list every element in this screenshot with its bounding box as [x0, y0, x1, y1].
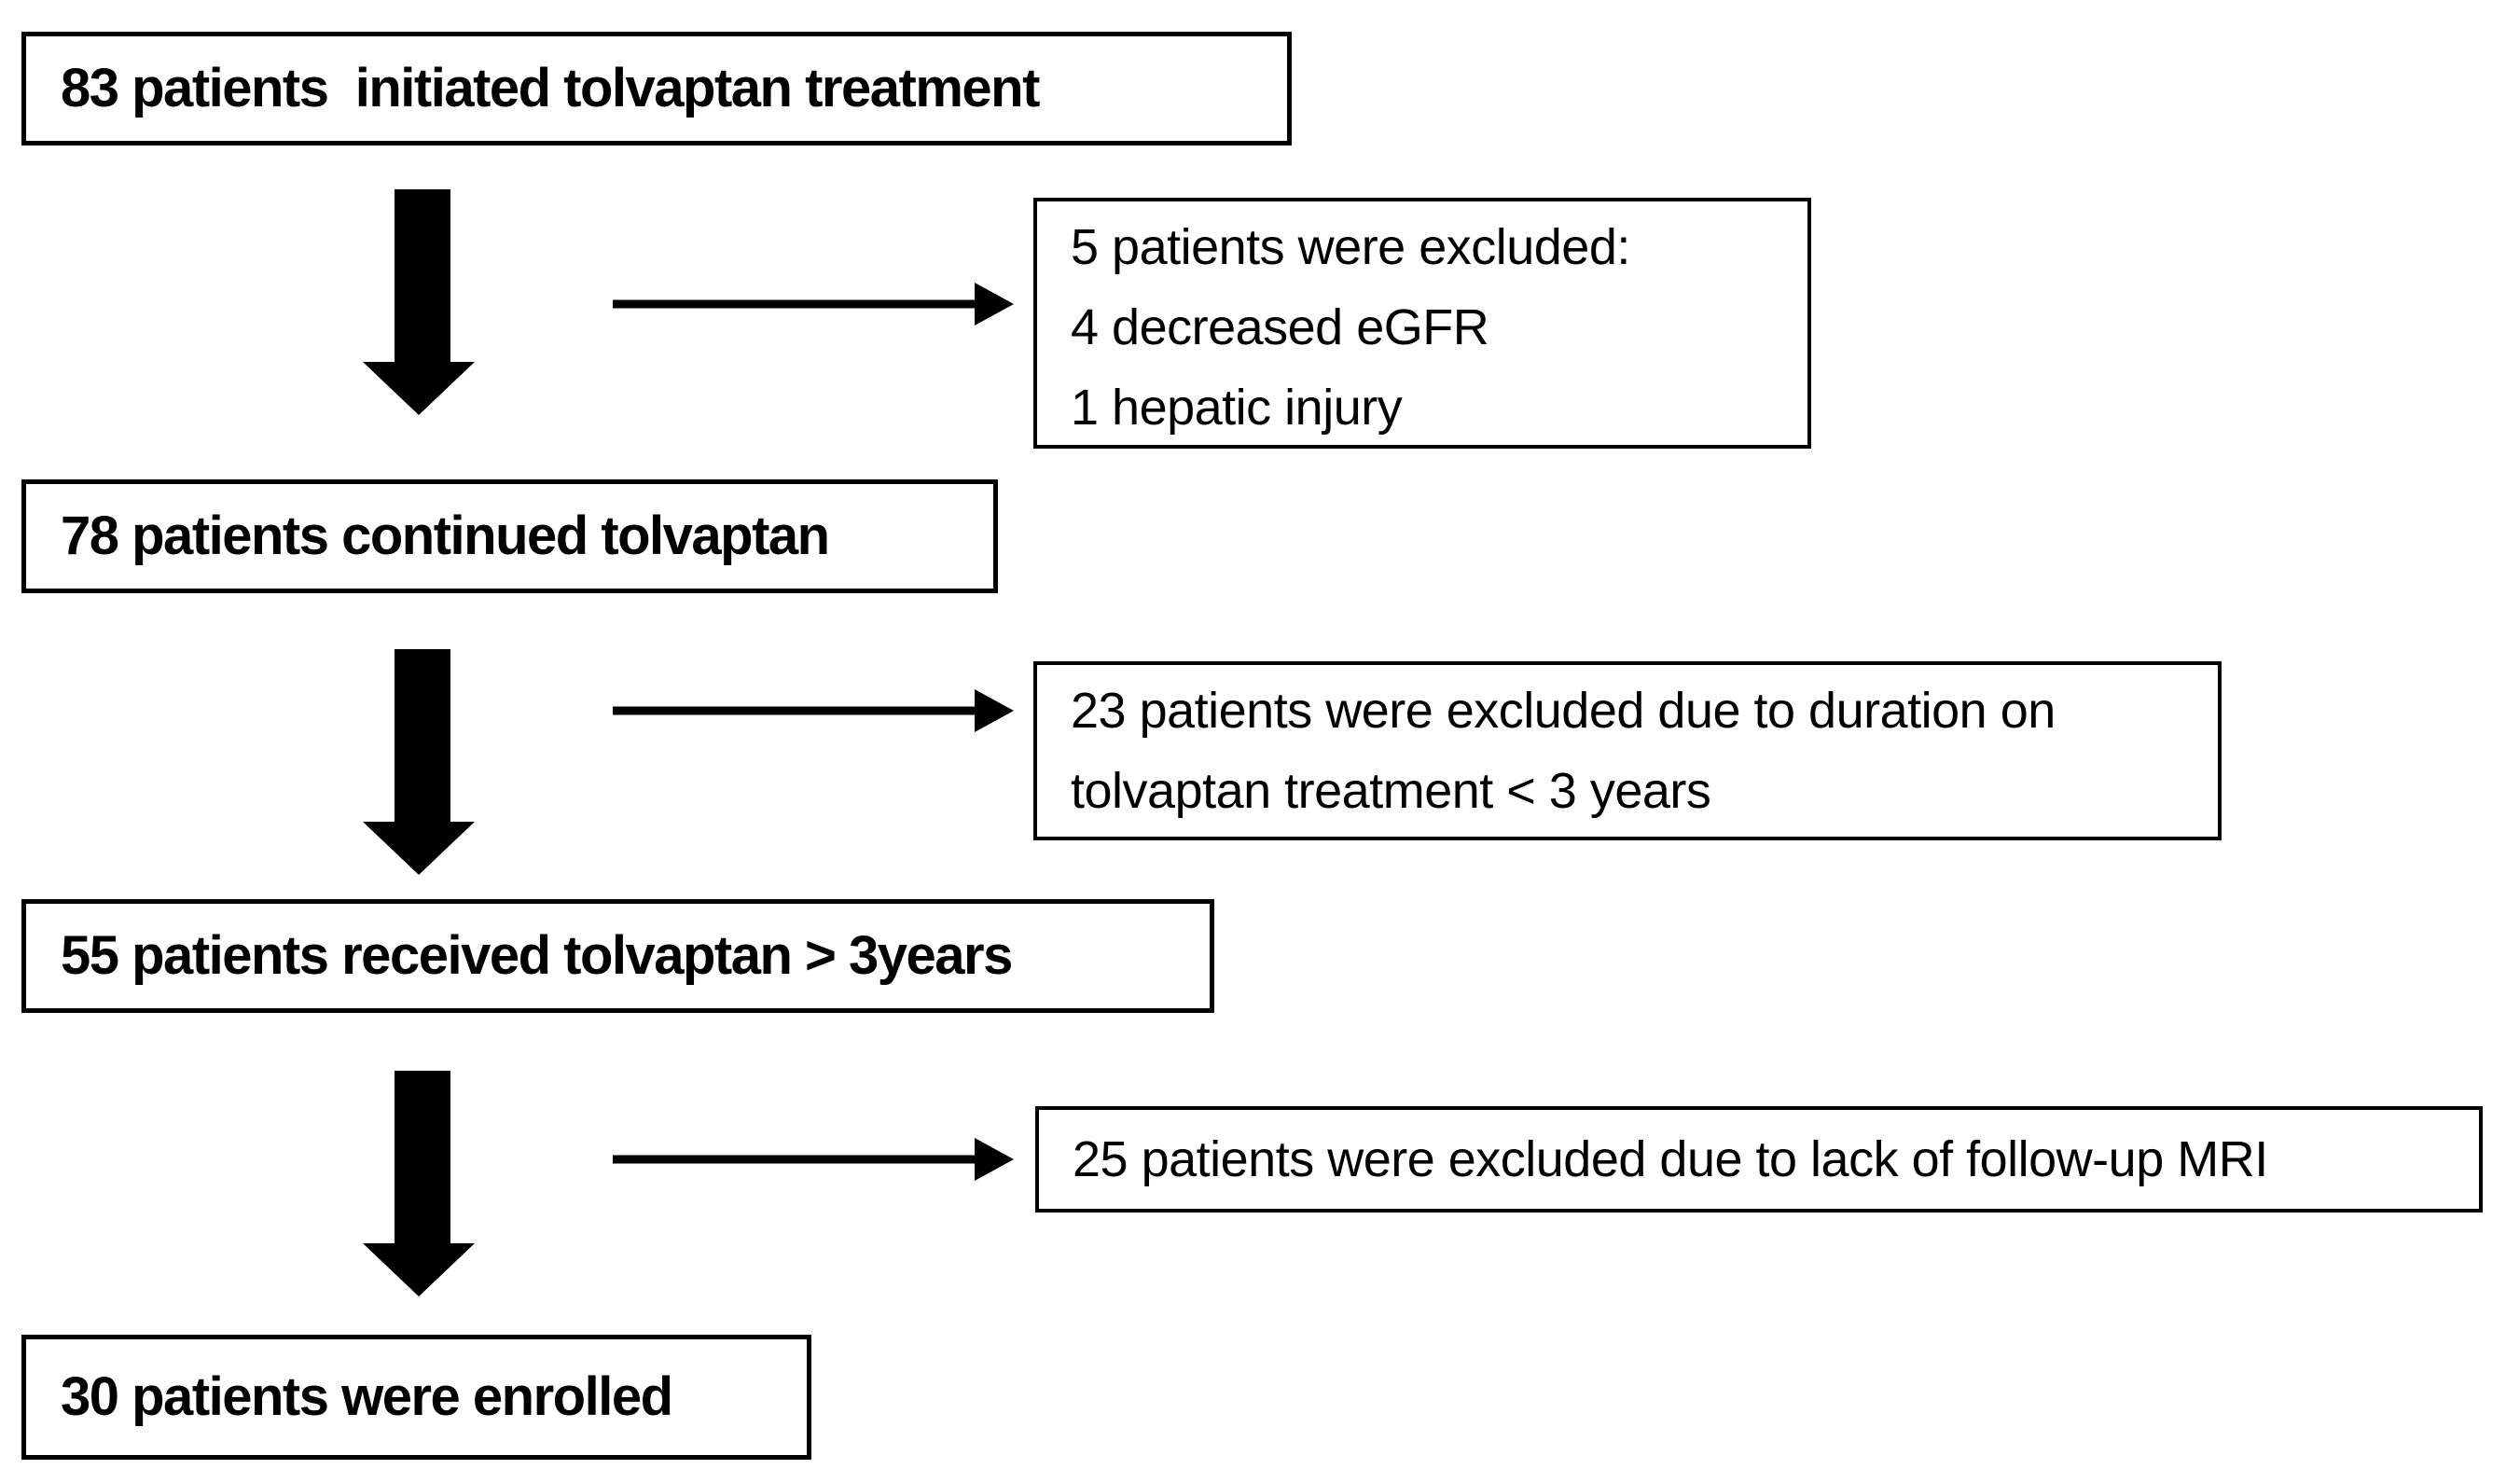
flow-box-enrolled: 30 patients were enrolled	[21, 1335, 811, 1460]
exclusion-line: 4 decreased eGFR	[1071, 299, 1489, 355]
right-arrow-icon	[613, 283, 1014, 326]
right-arrow-icon	[613, 1138, 1014, 1181]
flow-box-initiated-label: 83 patients initiated tolvaptan treatmen…	[61, 58, 1040, 118]
exclusion-line: 5 patients were excluded:	[1071, 219, 1630, 275]
flow-box-enrolled-label: 30 patients were enrolled	[61, 1366, 673, 1427]
flow-box-continued: 78 patients continued tolvaptan	[21, 479, 998, 593]
flow-box-continued-label: 78 patients continued tolvaptan	[61, 506, 830, 566]
exclusion-line: 23 patients were excluded due to duratio…	[1071, 683, 2056, 739]
down-arrow-icon	[363, 1071, 475, 1296]
exclusion-line: tolvaptan treatment < 3 years	[1071, 763, 1711, 819]
exclusion-box-3: 25 patients were excluded due to lack of…	[1035, 1106, 2483, 1213]
down-arrow-icon	[363, 189, 475, 415]
flow-box-received-3years-label: 55 patients received tolvaptan > 3years	[61, 925, 1013, 986]
exclusion-box-1: 5 patients were excluded: 4 decreased eG…	[1033, 198, 1811, 449]
exclusion-line: 1 hepatic injury	[1071, 380, 1403, 436]
down-arrow-icon	[363, 649, 475, 875]
flow-box-received-3years: 55 patients received tolvaptan > 3years	[21, 899, 1214, 1013]
exclusion-box-2: 23 patients were excluded due to duratio…	[1033, 661, 2222, 840]
exclusion-line: 25 patients were excluded due to lack of…	[1073, 1131, 2268, 1187]
flow-box-initiated: 83 patients initiated tolvaptan treatmen…	[21, 32, 1292, 146]
right-arrow-icon	[613, 689, 1014, 732]
